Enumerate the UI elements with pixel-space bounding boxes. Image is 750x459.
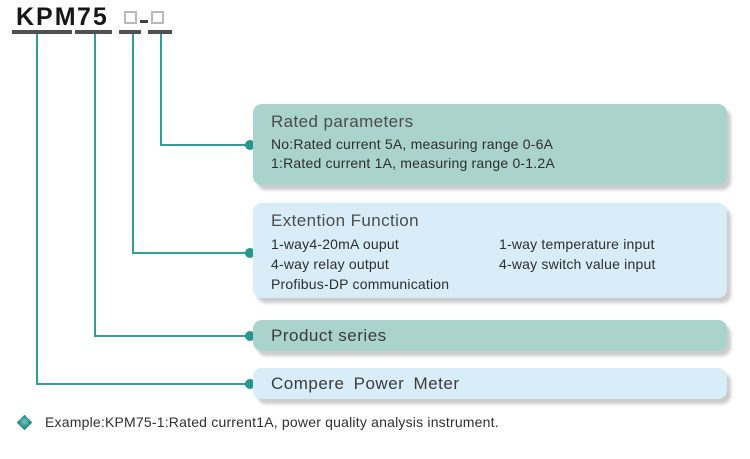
model-code-series: 75	[77, 3, 109, 31]
extension-option-temperature: 1-way temperature input	[499, 236, 655, 252]
callout-product-series: Product series	[253, 320, 727, 351]
rated-parameters-heading: Rated parameters	[271, 112, 414, 131]
model-code-placeholder-box-1	[124, 11, 137, 24]
underline-box-2	[148, 30, 172, 34]
connector-horizontal-product-series	[94, 335, 248, 337]
connector-dot-power-meter	[245, 379, 255, 389]
underline-prefix	[12, 30, 72, 34]
extension-function-columns: 1-way4-20mA ouput 4-way relay output Pro…	[271, 234, 727, 294]
extension-function-heading: Extention Function	[271, 211, 420, 230]
rated-parameters-option-1a: 1:Rated current 1A, measuring range 0-1.…	[271, 155, 555, 171]
extension-option-4-20ma: 1-way4-20mA ouput	[271, 236, 399, 252]
connector-vertical-box-1	[132, 34, 134, 254]
connector-horizontal-extension-function	[132, 252, 248, 254]
product-series-label: Product series	[271, 325, 387, 345]
model-code-prefix: KPM	[16, 3, 78, 31]
connector-horizontal-rated-parameters	[160, 144, 248, 146]
callout-power-meter: Compere Power Meter	[253, 368, 727, 399]
rated-parameters-option-5a: No:Rated current 5A, measuring range 0-6…	[271, 136, 554, 152]
callout-extension-function: Extention Function 1-way4-20mA ouput 4-w…	[253, 203, 727, 298]
connector-vertical-series	[94, 34, 96, 337]
connector-vertical-prefix	[36, 34, 38, 385]
connector-vertical-box-2	[160, 34, 162, 146]
extension-function-right-column: 1-way temperature input 4-way switch val…	[499, 234, 727, 294]
extension-option-profibus: Profibus-DP communication	[271, 276, 450, 292]
underline-series	[75, 30, 112, 34]
model-code-placeholder-box-2	[151, 11, 164, 24]
model-code-dash-separator	[140, 20, 148, 23]
power-meter-label: Compere Power Meter	[271, 373, 460, 393]
connector-dot-extension-function	[245, 248, 255, 258]
connector-dot-product-series	[245, 331, 255, 341]
underline-box-1	[119, 30, 141, 34]
example-row: Example:KPM75-1:Rated current1A, power q…	[16, 414, 499, 430]
extension-function-left-column: 1-way4-20mA ouput 4-way relay output Pro…	[271, 234, 499, 294]
callout-rated-parameters: Rated parameters No:Rated current 5A, me…	[253, 104, 727, 185]
diamond-bullet-icon	[16, 414, 33, 430]
connector-dot-rated-parameters	[245, 140, 255, 150]
extension-option-switch-value: 4-way switch value input	[499, 256, 656, 272]
example-text: Example:KPM75-1:Rated current1A, power q…	[45, 414, 499, 430]
extension-option-relay: 4-way relay output	[271, 256, 389, 272]
connector-horizontal-power-meter	[36, 383, 248, 385]
